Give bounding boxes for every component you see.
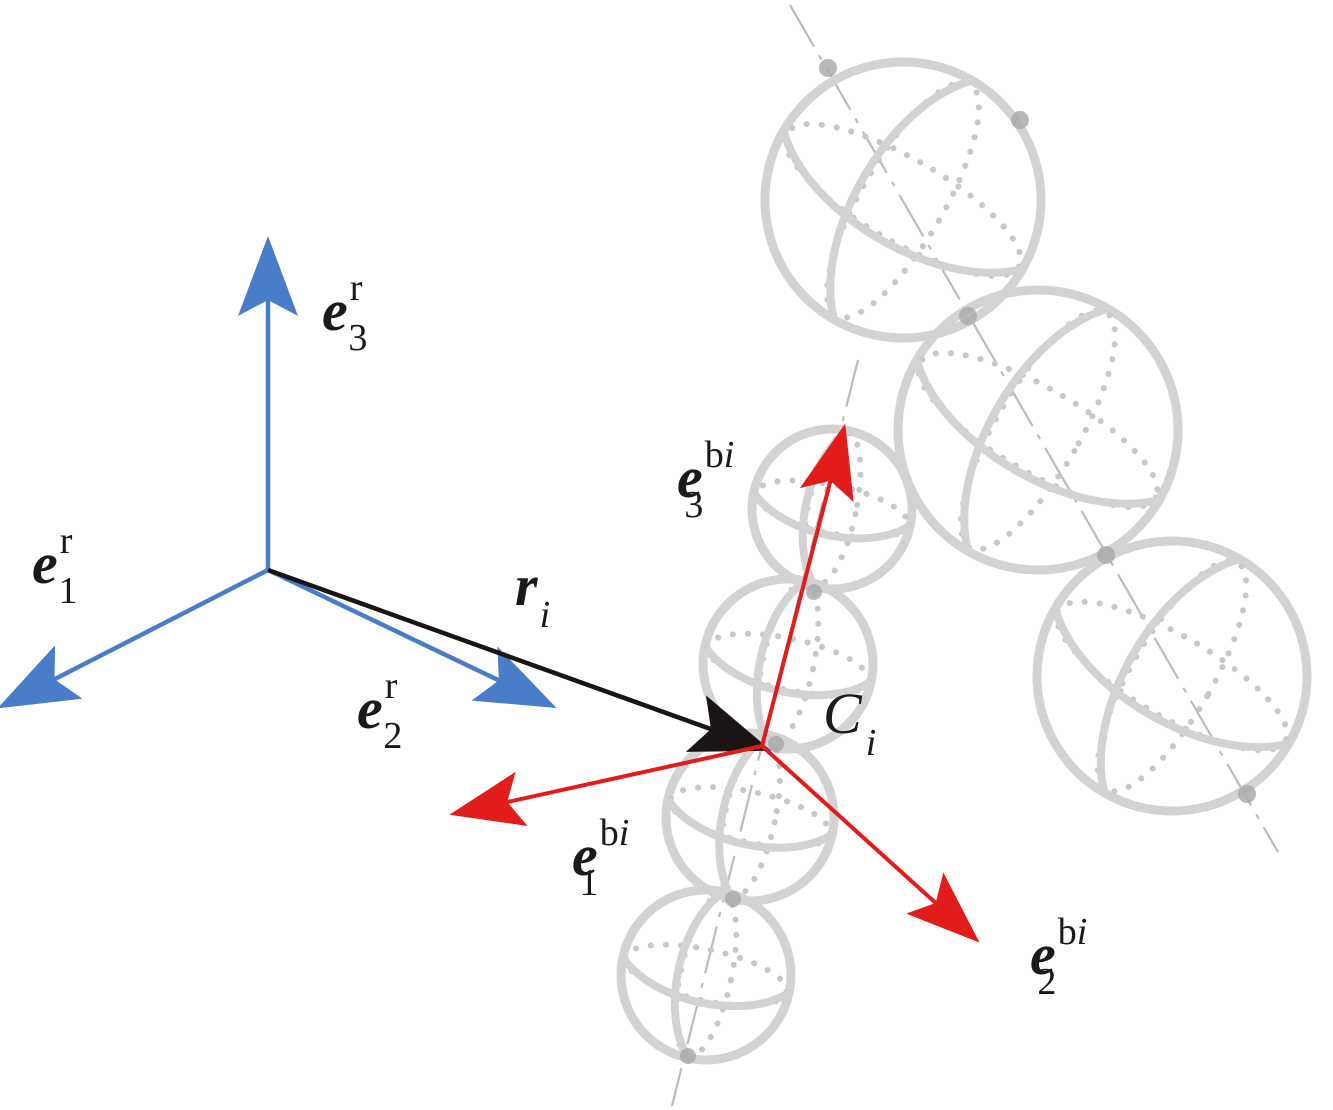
small-sphere-4 — [616, 885, 796, 1065]
reference-frame — [0, 236, 557, 709]
sphere-front-meridian — [960, 304, 1110, 553]
sphere-back-meridian — [824, 79, 982, 321]
sphere-outline — [893, 285, 1183, 575]
small-sphere-1 — [747, 424, 917, 594]
e3b-axis-arrow — [760, 423, 854, 747]
sphere-outline — [747, 424, 917, 594]
large-sphere-3 — [1032, 536, 1312, 816]
contact-point — [680, 1048, 696, 1064]
e1b-axis-arrow — [449, 744, 763, 826]
contact-point — [1011, 111, 1029, 129]
contact-point — [819, 59, 837, 77]
contact-point — [1097, 546, 1115, 564]
small-sphere-3 — [661, 728, 839, 906]
sphere-outline — [616, 885, 796, 1065]
large-sphere-chain — [760, 4, 1312, 853]
sphere-outline — [698, 574, 878, 754]
position-vector-arrow — [267, 567, 772, 752]
contact-point — [959, 307, 977, 325]
contact-point — [806, 584, 822, 600]
contact-point — [768, 736, 784, 752]
sphere-outline — [661, 728, 839, 906]
sphere-front-equator — [1051, 607, 1290, 752]
sphere-front-meridian — [826, 76, 974, 321]
sphere-front-meridian — [1096, 555, 1241, 794]
sphere-outline — [1032, 536, 1312, 816]
sphere-front-equator — [701, 643, 874, 700]
sphere-back-meridian — [1094, 557, 1250, 795]
sphere-front-equator — [779, 129, 1024, 277]
e1r-axis-arrow — [0, 567, 270, 709]
e2b-axis-arrow — [760, 744, 980, 943]
large-sphere-1 — [760, 57, 1046, 343]
contact-point — [725, 891, 741, 907]
e2r-axis-arrow — [267, 567, 557, 709]
label-ri: ri — [515, 553, 550, 636]
contact-point — [1238, 785, 1256, 803]
sphere-front-equator — [750, 490, 913, 543]
sphere-front-equator — [664, 797, 835, 852]
body-frame — [449, 423, 980, 943]
sphere-outline — [760, 57, 1046, 343]
sphere-front-meridian — [670, 888, 727, 1061]
large-sphere-2 — [893, 285, 1183, 575]
sphere-front-equator — [619, 954, 792, 1011]
large-chain-centerline — [789, 4, 1279, 853]
sphere-front-equator — [912, 358, 1161, 508]
